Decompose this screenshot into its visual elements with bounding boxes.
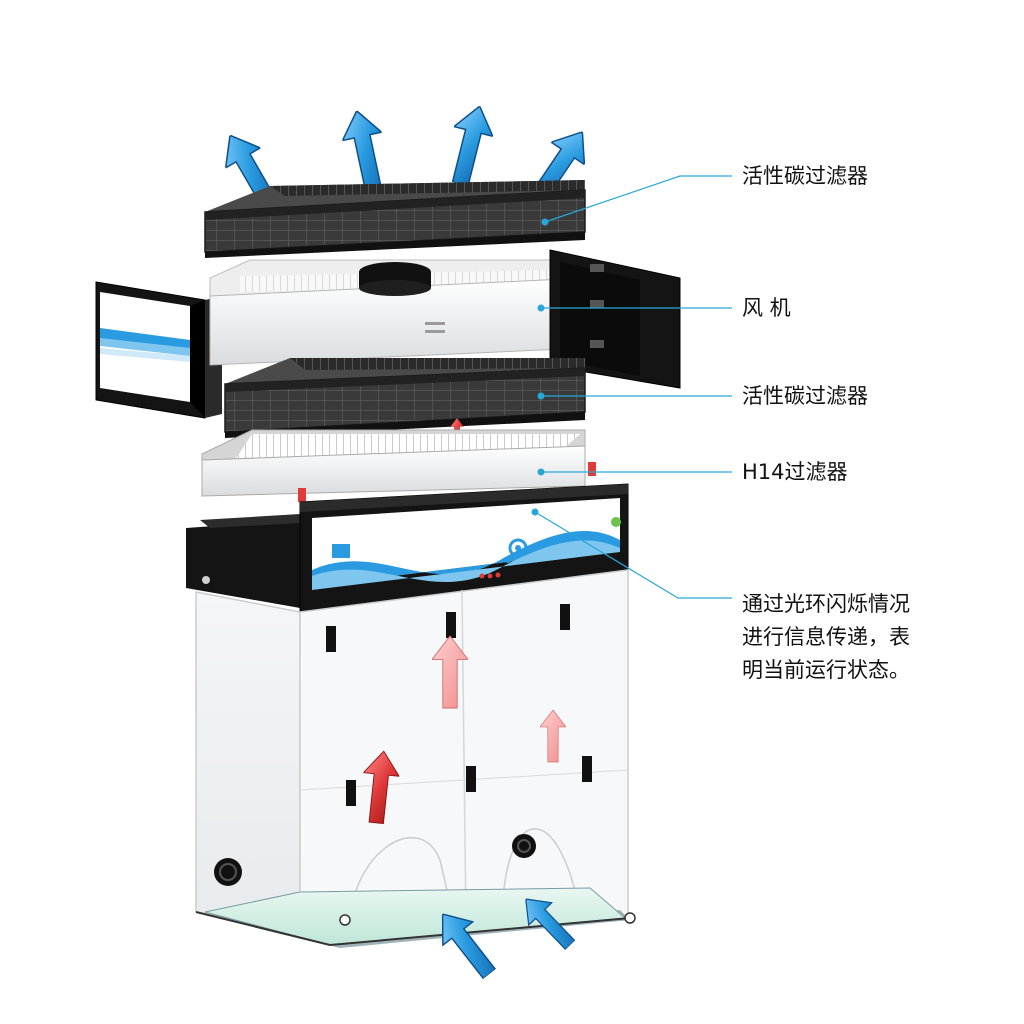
label-fan: 风 机 (742, 296, 791, 320)
left-vent (214, 858, 242, 886)
up-arrow-icon (337, 106, 393, 194)
label-status-description: 通过光环闪烁情况 进行信息传递，表 明当前运行状态。 (742, 588, 910, 687)
label-top-carbon-filter: 活性碳过滤器 (742, 164, 868, 188)
up-arrow-icon (440, 101, 500, 189)
status-ring-icon (505, 538, 528, 563)
fan-module (95, 249, 681, 419)
status-description-line: 通过光环闪烁情况 (742, 592, 910, 616)
status-description-line: 明当前运行状态。 (742, 658, 910, 682)
label-middle-carbon-filter: 活性碳过滤器 (742, 384, 868, 408)
label-h14-filter: H14过滤器 (742, 460, 848, 484)
status-description-line: 进行信息传递，表 (742, 625, 910, 649)
right-vent (512, 834, 536, 858)
green-indicator (611, 517, 621, 527)
leader-lines (531, 175, 732, 599)
top-carbon-filter (204, 180, 586, 258)
middle-carbon-filter (224, 358, 586, 438)
glass-cabinet (195, 569, 636, 948)
